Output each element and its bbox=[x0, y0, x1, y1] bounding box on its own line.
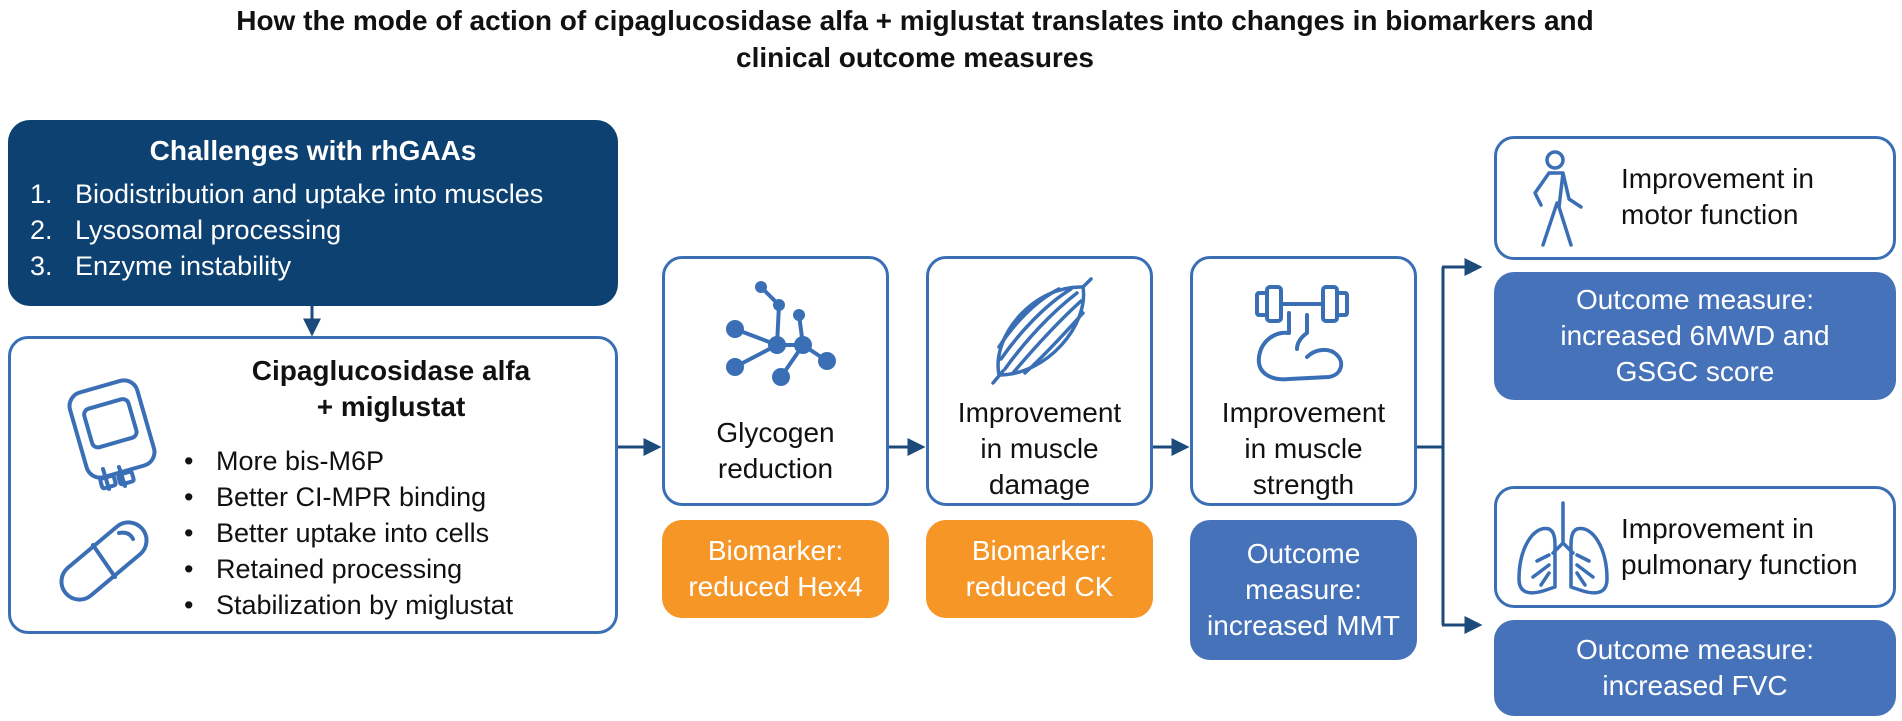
treatment-box: Cipaglucosidase alfa + miglustat More bi… bbox=[8, 336, 618, 634]
challenge-item: 1.Biodistribution and uptake into muscle… bbox=[30, 179, 544, 209]
challenge-item: 3.Enzyme instability bbox=[30, 251, 292, 281]
challenges-box: Challenges with rhGAAs 1.Biodistribution… bbox=[8, 120, 618, 306]
step-muscle-damage-box: Improvement in muscle damage bbox=[926, 256, 1153, 506]
biomarker-hex4-tag: Biomarker: reduced Hex4 bbox=[662, 520, 889, 618]
muscle-icon bbox=[991, 277, 1093, 385]
title-line-1: How the mode of action of cipaglucosidas… bbox=[236, 5, 1594, 36]
title-line-2: clinical outcome measures bbox=[736, 42, 1094, 73]
step-muscle-strength-label: Improvement in muscle strength bbox=[1221, 397, 1386, 500]
treatment-bullet: Stabilization by miglustat bbox=[181, 587, 513, 623]
treatment-bullet: Better CI-MPR binding bbox=[181, 479, 513, 515]
result-pulmonary-function-label: Improvement in pulmonary function bbox=[1621, 513, 1858, 580]
outcome-mmt-tag: Outcome measure: increased MMT bbox=[1190, 520, 1417, 660]
result-pulmonary-function-box: Improvement in pulmonary function bbox=[1494, 486, 1896, 608]
challenges-heading: Challenges with rhGAAs bbox=[149, 135, 477, 166]
molecule-icon bbox=[726, 281, 836, 386]
diagram-title: How the mode of action of cipaglucosidas… bbox=[0, 2, 1830, 76]
result-motor-function-label: Improvement in motor function bbox=[1621, 163, 1814, 230]
challenge-item: 2.Lysosomal processing bbox=[30, 215, 342, 245]
challenges-list: 1.Biodistribution and uptake into muscle… bbox=[30, 176, 543, 284]
step-glycogen-label: Glycogen reduction bbox=[716, 417, 835, 484]
treatment-bullet: More bis-M6P bbox=[181, 443, 513, 479]
outcome-fvc-tag: Outcome measure: increased FVC bbox=[1494, 620, 1896, 716]
strength-arm-icon bbox=[1255, 285, 1349, 382]
outcome-6mwd-gsgc-tag: Outcome measure: increased 6MWD and GSGC… bbox=[1494, 272, 1896, 400]
step-glycogen-box: Glycogen reduction bbox=[662, 256, 889, 506]
treatment-bullets: More bis-M6P Better CI-MPR binding Bette… bbox=[181, 443, 513, 623]
treatment-bullet: Better uptake into cells bbox=[181, 515, 513, 551]
walking-person-icon bbox=[1533, 150, 1583, 247]
step-muscle-strength-box: Improvement in muscle strength bbox=[1190, 256, 1417, 506]
iv-bag-icon bbox=[67, 378, 157, 491]
capsule-icon bbox=[59, 520, 149, 602]
result-motor-function-box: Improvement in motor function bbox=[1494, 136, 1896, 260]
treatment-bullet: Retained processing bbox=[181, 551, 513, 587]
treatment-heading: Cipaglucosidase alfa + miglustat bbox=[251, 355, 531, 422]
biomarker-ck-tag: Biomarker: reduced CK bbox=[926, 520, 1153, 618]
lungs-icon bbox=[1517, 501, 1609, 595]
step-muscle-damage-label: Improvement in muscle damage bbox=[957, 397, 1122, 500]
